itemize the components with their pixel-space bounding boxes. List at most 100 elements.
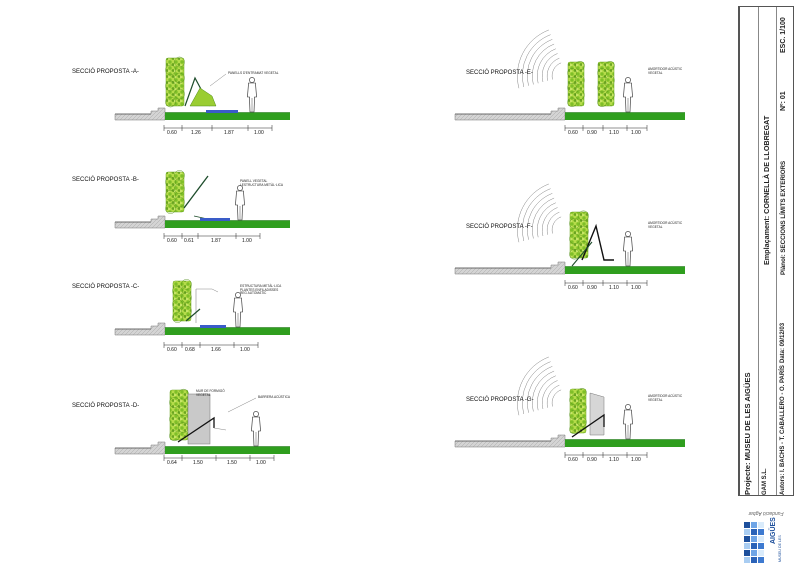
person-figure bbox=[623, 404, 633, 440]
section-a bbox=[114, 56, 290, 131]
location-label: Emplaçament: CORNELLÀ DE LLOBREGAT bbox=[762, 115, 771, 265]
dimension-label: 1.10 bbox=[609, 285, 619, 291]
support-frame bbox=[581, 223, 614, 261]
dimension-label: 1.66 bbox=[211, 347, 221, 353]
date-label: Data: 09/12/03 bbox=[780, 322, 786, 363]
section-b bbox=[114, 170, 290, 239]
dimension-label: 1.00 bbox=[631, 130, 641, 136]
section-e bbox=[454, 29, 685, 131]
logo-square bbox=[751, 550, 757, 556]
logo-square bbox=[744, 536, 750, 542]
logo-square bbox=[758, 522, 764, 528]
climbing-plants bbox=[189, 87, 217, 107]
section-title: SECCIÓ PROPOSTA -G- bbox=[466, 397, 534, 403]
logo-subtext: MUSEU DE LES bbox=[778, 535, 782, 562]
vegetal-panel bbox=[569, 387, 587, 435]
section-title: SECCIÓ PROPOSTA -C- bbox=[72, 284, 140, 290]
water-channel bbox=[200, 218, 230, 221]
vegetal-panel bbox=[169, 388, 189, 442]
logo-square bbox=[751, 522, 757, 528]
dimension-label: 1.50 bbox=[227, 460, 237, 466]
dimension-label: 0.68 bbox=[185, 347, 195, 353]
steel-brace bbox=[183, 175, 209, 209]
logo-square bbox=[751, 557, 757, 563]
section-note: MUR DE FORMIGÓ VEGETAL bbox=[196, 389, 225, 397]
logo-square bbox=[751, 529, 757, 535]
wall-profile bbox=[571, 413, 605, 438]
dimension-label: 1.87 bbox=[224, 130, 234, 136]
museu-aigues-logo: Fundació Agbar AIGÜES MUSEU DE LES bbox=[740, 510, 792, 565]
sheet-number: Nº: 01 bbox=[780, 91, 787, 111]
water-channel bbox=[206, 110, 238, 113]
section-note: AMORTIDOR ACÚSTIC VEGETAL bbox=[648, 394, 683, 402]
steel-brace bbox=[571, 241, 593, 267]
person-figure bbox=[247, 77, 257, 113]
grass-strip bbox=[165, 220, 290, 228]
section-note: AMORTIDOR ACÚSTIC VEGETAL bbox=[648, 221, 683, 229]
grass-strip bbox=[565, 439, 685, 447]
water-channel bbox=[200, 325, 226, 328]
dimension-label: 0.60 bbox=[167, 238, 177, 244]
section-d bbox=[114, 388, 290, 461]
dimension-label: 1.50 bbox=[193, 460, 203, 466]
firm-label: GAM S.L. bbox=[762, 468, 768, 495]
dimension-label: 0.61 bbox=[184, 238, 194, 244]
wall-profile bbox=[177, 416, 215, 443]
section-f bbox=[454, 183, 685, 286]
grass-strip bbox=[165, 446, 290, 454]
logo-caption: Fundació Agbar bbox=[748, 510, 784, 516]
vegetal-panel bbox=[172, 279, 192, 323]
vegetal-panel bbox=[569, 210, 589, 260]
section-title: SECCIÓ PROPOSTA -E- bbox=[466, 70, 533, 76]
concrete-block bbox=[589, 392, 605, 436]
person-figure bbox=[623, 77, 633, 113]
dimension-label: 1.10 bbox=[609, 130, 619, 136]
dimension-label: 0.60 bbox=[568, 285, 578, 291]
dimension-label: 1.00 bbox=[242, 238, 252, 244]
sound-wave-arcs bbox=[517, 29, 562, 89]
dimension-label: 1.00 bbox=[631, 285, 641, 291]
section-title: SECCIÓ PROPOSTA -F- bbox=[466, 224, 533, 230]
person-figure bbox=[233, 292, 243, 328]
steel-arm bbox=[196, 288, 219, 293]
grass-strip bbox=[165, 112, 290, 120]
section-title: SECCIÓ PROPOSTA -A- bbox=[72, 69, 139, 75]
scale-label: ESC. 1/100 bbox=[780, 17, 787, 53]
logo-square bbox=[744, 557, 750, 563]
plan-label: Plànol: SECCIONS LÍMITS EXTERIORS bbox=[780, 160, 787, 275]
dimension-label: 0.60 bbox=[568, 130, 578, 136]
logo-square bbox=[758, 557, 764, 563]
dimension-label: 0.90 bbox=[587, 285, 597, 291]
section-title: SECCIÓ PROPOSTA -B- bbox=[72, 177, 139, 183]
logo-square bbox=[751, 543, 757, 549]
dimension-label: 1.00 bbox=[631, 457, 641, 463]
vegetal-panel bbox=[567, 60, 585, 108]
dimension-label: 0.64 bbox=[167, 460, 177, 466]
leader-line bbox=[209, 73, 227, 87]
logo-square bbox=[744, 529, 750, 535]
vegetal-panel bbox=[165, 56, 185, 108]
steel-brace bbox=[185, 308, 201, 322]
vegetal-panel bbox=[165, 170, 185, 214]
section-note-2: BARRERA ACÚSTICA bbox=[258, 395, 291, 399]
dimension-label: 0.90 bbox=[587, 457, 597, 463]
sound-wave-arcs bbox=[517, 183, 562, 243]
leader-line bbox=[227, 397, 257, 413]
logo-square bbox=[758, 529, 764, 535]
section-note: AMORTIDOR ACÚSTIC VEGETAL bbox=[648, 67, 683, 75]
section-note: PANELLS D'ENTRAMAT VEGETAL bbox=[228, 71, 279, 75]
dimension-label: 0.90 bbox=[587, 130, 597, 136]
section-note: PANELL VEGETAL I ESTRUCTURA METÀL·LICA bbox=[240, 179, 284, 187]
dimension-label: 1.00 bbox=[240, 347, 250, 353]
person-figure bbox=[235, 185, 245, 221]
section-c bbox=[114, 279, 290, 348]
grass-strip bbox=[565, 266, 685, 274]
logo-square bbox=[744, 522, 750, 528]
project-label: Projecte: MUSEU DE LES AIGÜES bbox=[743, 372, 752, 495]
dimension-label: 0.60 bbox=[167, 130, 177, 136]
arrow-line bbox=[213, 427, 227, 431]
title-block: ESC. 1/100 Nº: 01 Emplaçament: CORNELLÀ … bbox=[738, 6, 794, 496]
authors-label: Autors: I. BACHS - T. CABALLERO - O. PAR… bbox=[780, 365, 786, 495]
grass-strip bbox=[565, 112, 685, 120]
